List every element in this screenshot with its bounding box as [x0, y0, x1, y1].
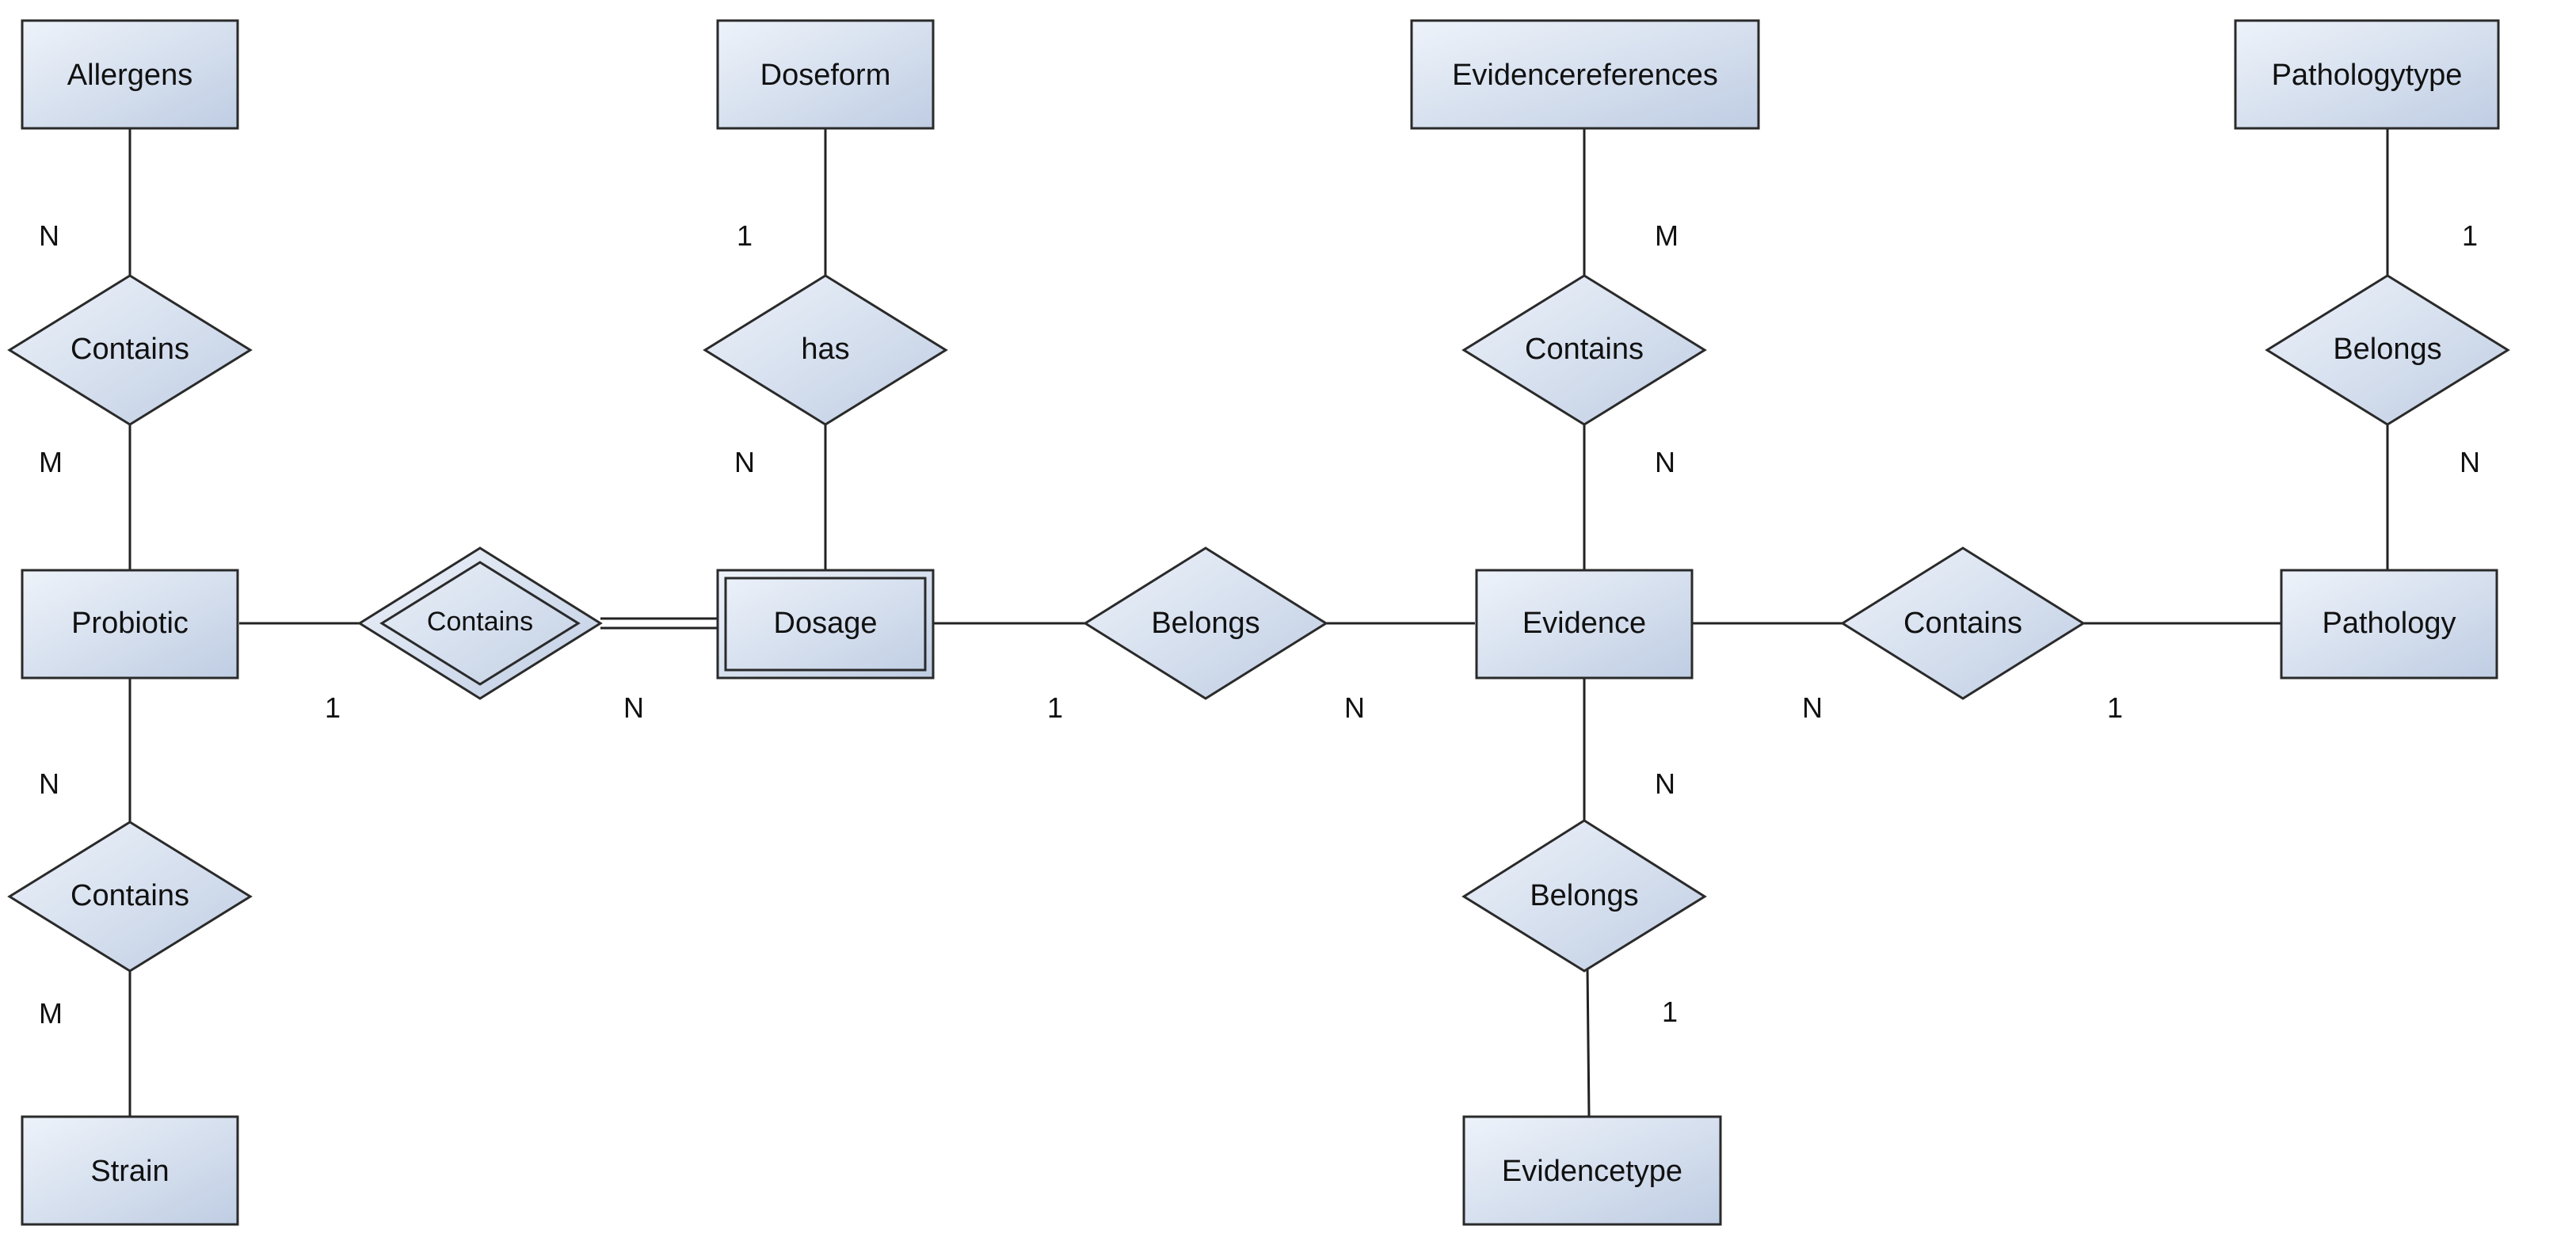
relationship-probiotic-dosage-label: Contains [427, 607, 533, 637]
connector-lines [128, 128, 2389, 1117]
cardinality-doseform-side: 1 [737, 219, 753, 252]
entity-evidence-label: Evidence [1522, 607, 1646, 640]
relationship-allergens-probiotic[interactable]: Contains [7, 274, 253, 426]
entity-dosage-weak[interactable]: Dosage [716, 569, 935, 680]
entity-pathology[interactable]: Pathology [2280, 569, 2498, 680]
cardinality-evidence-pathology-side: N [1802, 691, 1823, 724]
cardinality-evidence-references-side: N [1655, 446, 1675, 478]
relationship-pathologytype-pathology[interactable]: Belongs [2265, 274, 2510, 426]
relationship-doseform-dosage[interactable]: has [703, 274, 948, 426]
entity-evidencereferences[interactable]: Evidencereferences [1410, 19, 1760, 130]
cardinality-probiotic-allergens-side: M [39, 446, 63, 478]
relationship-doseform-dosage-label: has [801, 333, 849, 366]
entity-doseform[interactable]: Doseform [716, 19, 935, 130]
cardinality-probiotic-strain-side: N [39, 767, 59, 800]
entity-probiotic[interactable]: Probiotic [21, 569, 239, 680]
cardinality-pathology-type-side: N [2460, 446, 2480, 478]
relationship-probiotic-dosage-identifying[interactable]: Contains [357, 546, 603, 700]
relationship-evidence-evidencetype-label: Belongs [1530, 879, 1638, 912]
entity-evidencetype[interactable]: Evidencetype [1462, 1115, 1722, 1226]
cardinality-evidence-dosage-side: N [1344, 691, 1365, 724]
relationship-pathologytype-pathology-label: Belongs [2333, 333, 2441, 366]
cardinality-labels: N M 1 N M N 1 N 1 N 1 N N 1 N M N 1 [39, 219, 2480, 1030]
relationship-allergens-probiotic-label: Contains [70, 333, 189, 366]
relationship-evidencereferences-evidence[interactable]: Contains [1461, 274, 1707, 426]
cardinality-evidencereferences-side: M [1655, 219, 1679, 252]
relationship-probiotic-strain-label: Contains [70, 879, 189, 912]
entity-pathology-label: Pathology [2322, 607, 2456, 640]
entity-allergens[interactable]: Allergens [21, 19, 239, 130]
relationship-evidence-pathology[interactable]: Contains [1840, 546, 2086, 700]
entity-pathologytype[interactable]: Pathologytype [2234, 19, 2500, 130]
relationship-evidence-evidencetype[interactable]: Belongs [1461, 819, 1707, 973]
cardinality-pathology-evidence-side: 1 [2107, 691, 2123, 724]
relationship-evidence-pathology-label: Contains [1903, 607, 2022, 640]
cardinality-evidencetype-side: 1 [1662, 996, 1678, 1028]
entity-strain-label: Strain [90, 1155, 169, 1188]
cardinality-strain-side: M [39, 997, 63, 1030]
entity-evidence[interactable]: Evidence [1475, 569, 1694, 680]
cardinality-dosage-evidence-side: 1 [1047, 691, 1063, 724]
cardinality-evidence-type-side: N [1655, 767, 1675, 800]
entity-strain[interactable]: Strain [21, 1115, 239, 1226]
connector-belongs-evidencetype [1586, 967, 1591, 1117]
relationship-probiotic-strain[interactable]: Contains [7, 820, 253, 973]
entity-pathologytype-label: Pathologytype [2272, 59, 2463, 92]
entity-allergens-label: Allergens [67, 59, 192, 92]
entity-evidencereferences-label: Evidencereferences [1452, 59, 1718, 92]
relationship-dosage-evidence[interactable]: Belongs [1083, 546, 1328, 700]
cardinality-dosage-doseform-side: N [734, 446, 755, 478]
relationship-evidencereferences-evidence-label: Contains [1525, 333, 1644, 366]
relationship-dosage-evidence-label: Belongs [1151, 607, 1259, 640]
entity-doseform-label: Doseform [760, 59, 891, 92]
cardinality-allergens-side: N [39, 219, 59, 252]
entity-dosage-label: Dosage [774, 607, 878, 640]
entity-probiotic-label: Probiotic [71, 607, 189, 640]
entity-evidencetype-label: Evidencetype [1502, 1155, 1682, 1188]
cardinality-pathologytype-side: 1 [2462, 219, 2478, 252]
cardinality-dosage-probiotic-side: N [623, 691, 644, 724]
cardinality-probiotic-dosage-side: 1 [325, 691, 341, 724]
